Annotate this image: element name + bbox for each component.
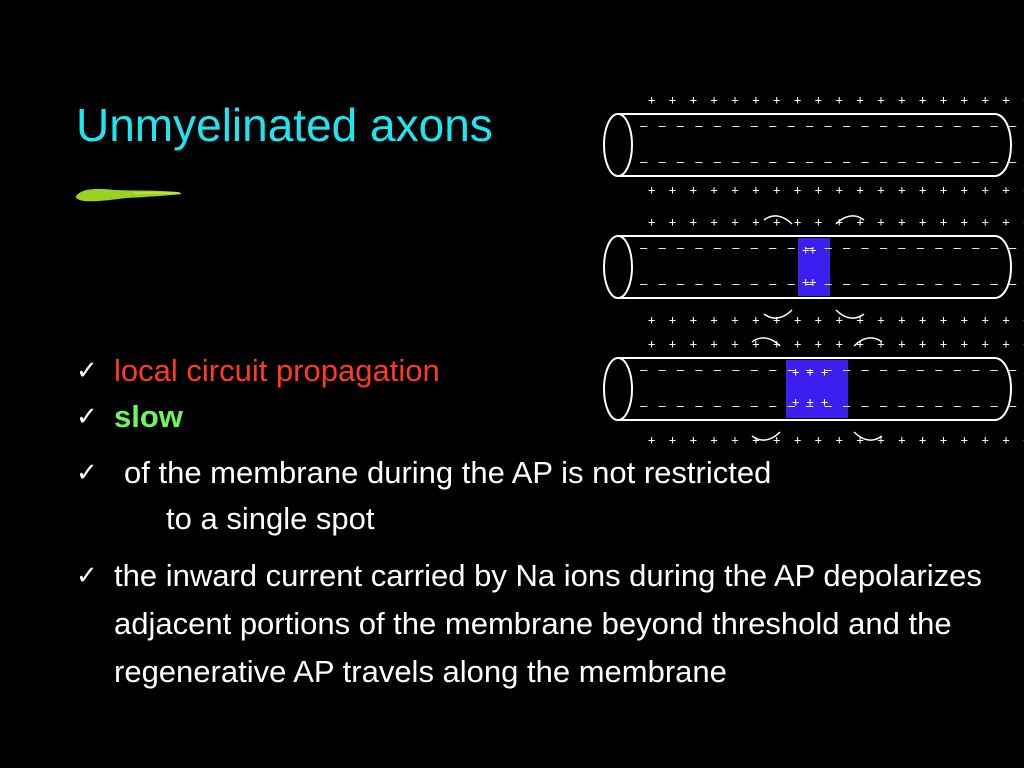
svg-text:++: ++ bbox=[802, 275, 816, 289]
slide-title: Unmyelinated axons bbox=[76, 99, 493, 151]
bullet-text-continued: to a single spot bbox=[166, 501, 375, 536]
svg-text:— — — — — — — — — — — — — — —: — — — — — — — — — — — — — — — — — — — — … bbox=[640, 363, 1024, 377]
svg-text:+ + +: + + + bbox=[792, 395, 828, 409]
svg-text:— — — — — — — — — — — — — — —: — — — — — — — — — — — — — — — — — — — — … bbox=[640, 119, 1024, 133]
svg-text:+ + + + + + + + + + + + + + +: + + + + + + + + + + + + + + + + + + + + … bbox=[648, 433, 1024, 447]
check-icon: ✓ bbox=[76, 356, 98, 386]
brush-stroke-icon bbox=[75, 188, 182, 202]
svg-text:+ + + + + + + + + + + + + + +: + + + + + + + + + + + + + + + + + + + + … bbox=[648, 215, 1024, 229]
svg-text:— — — — — — — — — — — — — — —: — — — — — — — — — — — — — — — — — — — — … bbox=[640, 241, 1024, 255]
axon-segment-ap-spread: + + + + + + + + + + + + + + + + + + + + … bbox=[603, 337, 1024, 447]
svg-text:+ + + + + + + + + + + + + + +: + + + + + + + + + + + + + + + + + + + + … bbox=[648, 313, 1024, 327]
bullet-text: local circuit propagation bbox=[114, 353, 440, 388]
svg-text:— — — — — — — — — — — — — — —: — — — — — — — — — — — — — — — — — — — — … bbox=[640, 399, 1024, 413]
axon-segment-resting: + + + + + + + + + + + + + + + + + + + + … bbox=[603, 93, 1024, 197]
axon-propagation-diagram: + + + + + + + + + + + + + + + + + + + + … bbox=[603, 93, 1024, 447]
axon-segment-ap-start: + + + + + + + + + + + + + + + + + + + + … bbox=[603, 215, 1024, 327]
bullet-inward-current: ✓ the inward current carried by Na ions … bbox=[76, 552, 1014, 696]
bullet-text: of the membrane during the AP is not res… bbox=[124, 455, 772, 490]
bullet-slow: ✓ slow bbox=[76, 394, 1016, 440]
svg-text:+ + + + + + + + + + + + + + +: + + + + + + + + + + + + + + + + + + + + … bbox=[648, 337, 1024, 351]
check-icon: ✓ bbox=[76, 458, 98, 488]
svg-text:+ + +: + + + bbox=[792, 365, 828, 379]
svg-text:+ + + + + + + + + + + + + + +: + + + + + + + + + + + + + + + + + + + + … bbox=[648, 183, 1024, 197]
bullet-text: slow bbox=[114, 399, 183, 434]
svg-text:— — — — — — — — — — — — — — —: — — — — — — — — — — — — — — — — — — — — … bbox=[640, 277, 1024, 291]
bullet-local-circuit: ✓ local circuit propagation bbox=[76, 348, 1016, 394]
bullet-text: the inward current carried by Na ions du… bbox=[114, 558, 982, 689]
svg-text:— — — — — — — — — — — — — — —: — — — — — — — — — — — — — — — — — — — — … bbox=[640, 155, 1024, 169]
check-icon: ✓ bbox=[76, 402, 98, 432]
bullet-membrane-spot: ✓ of the membrane during the AP is not r… bbox=[76, 450, 1016, 542]
bullet-list: ✓ local circuit propagation ✓ slow ✓ of … bbox=[76, 348, 1016, 696]
svg-text:++: ++ bbox=[802, 243, 816, 257]
check-icon: ✓ bbox=[76, 561, 98, 591]
svg-text:+ + + + + + + + + + + + + + +: + + + + + + + + + + + + + + + + + + + + … bbox=[648, 93, 1024, 107]
